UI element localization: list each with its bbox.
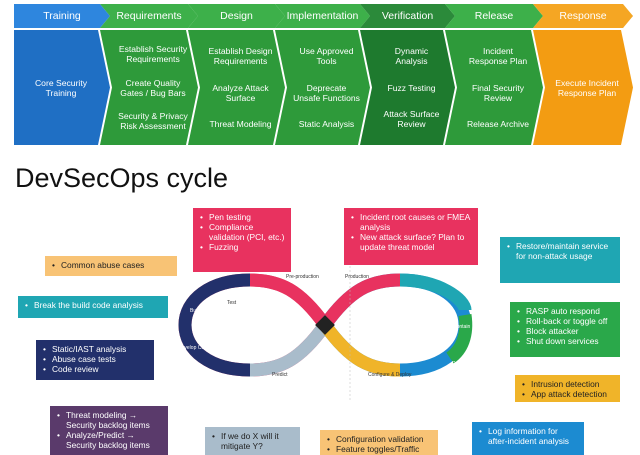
phase-item: Establish Design Requirements — [208, 46, 273, 67]
production-label: Production — [345, 274, 369, 280]
phase-item: Use Approved Tools — [299, 46, 354, 67]
list-item: Analyze/Predict → Security backlog items — [57, 430, 162, 450]
box-pen-testing: Pen testingCompliance validation (PCI, e… — [193, 208, 291, 272]
phase-item: Incident Response Plan — [468, 46, 528, 67]
phase-item: Final Security Review — [471, 82, 525, 103]
list-item: New attack surface? Plan to update threa… — [351, 232, 472, 252]
phase-item: Establish Security Requirements — [118, 43, 188, 64]
phase-column-0: Core Security Training — [14, 30, 110, 145]
box-rasp: RASP auto respondRoll-back or toggle off… — [510, 302, 620, 357]
loop-left-arc — [178, 273, 251, 377]
list-item: Abuse case tests — [43, 354, 148, 364]
phase-header-6: Response — [533, 4, 633, 28]
list-item: Shut down services — [517, 336, 614, 346]
label-build: Build — [190, 308, 202, 314]
phase-item: Deprecate Unsafe Functions — [293, 82, 360, 103]
phase-header-5: Release — [445, 4, 543, 28]
label-monitor: Monitor — [419, 387, 436, 393]
list-item: Roll-back or toggle off — [517, 316, 614, 326]
list-item: If we do X will it mitigate Y? — [212, 431, 294, 451]
list-item: Common abuse cases — [52, 260, 171, 270]
label-analyze: Analyze — [366, 323, 384, 329]
box-intrusion: Intrusion detectionApp attack detection — [515, 375, 620, 402]
phase-item: Static Analysis — [298, 118, 355, 129]
list-item: Static/IAST analysis — [43, 344, 148, 354]
phase-item: Execute Incident Response Plan — [555, 77, 619, 98]
phase-header-0: Training — [14, 4, 110, 28]
phase-item: Threat Modeling — [209, 118, 272, 129]
loop-right-detect — [446, 314, 473, 364]
list-item: Code review — [43, 364, 148, 374]
list-item: Fuzzing — [200, 242, 285, 252]
list-item: Log information for after-incident analy… — [479, 426, 578, 446]
list-item: Pen testing — [200, 212, 285, 222]
phase-item: Release Archive — [466, 118, 530, 129]
box-log-information: Log information for after-incident analy… — [472, 422, 584, 455]
box-predict: If we do X will it mitigate Y? — [205, 427, 300, 455]
phase-column-6: Execute Incident Response Plan — [533, 30, 633, 145]
list-item: App attack detection — [522, 389, 614, 399]
loop-right-upper — [319, 273, 401, 329]
phase-header-2: Design — [188, 4, 285, 28]
phase-header-3: Implementation — [275, 4, 370, 28]
label-contain: Contain — [453, 324, 471, 330]
loop-left-upper — [249, 273, 331, 329]
loop-right-top — [399, 273, 472, 312]
label-plan: Plan — [215, 388, 226, 394]
list-item: Block attacker — [517, 326, 614, 336]
phase-item: Create Quality Gates / Bug Bars — [120, 77, 186, 98]
box-configuration: Configuration validationFeature toggles/… — [320, 430, 438, 455]
box-threat-modeling: Threat modeling → Security backlog items… — [50, 406, 168, 455]
box-incident-root: Incident root causes or FMEA analysisNew… — [344, 208, 478, 265]
page-title: DevSecOps cycle — [15, 163, 229, 193]
phase-item: Attack Surface Review — [383, 108, 440, 129]
phase-item: Security & Privacy Risk Assessment — [118, 111, 188, 132]
phase-header-4: Verification — [360, 4, 455, 28]
loop-left-bottom — [249, 321, 331, 377]
devsecops-loop — [178, 250, 473, 400]
list-item: Break the build code analysis — [25, 300, 162, 310]
label-detect: Detect — [452, 361, 467, 367]
list-item: RASP auto respond — [517, 306, 614, 316]
phase-item: Dynamic Analysis — [394, 46, 429, 67]
phase-item: Core Security Training — [34, 77, 88, 98]
list-item: Compliance validation (PCI, etc.) — [200, 222, 285, 242]
phase-item: Fuzz Testing — [387, 82, 436, 93]
label-validate: Validate More — [262, 323, 293, 329]
phase-header-1: Requirements — [100, 4, 198, 28]
list-item: Configuration validation — [327, 434, 432, 444]
label-predict: Predict — [272, 372, 288, 378]
box-break-build: Break the build code analysis — [18, 296, 168, 318]
label-configure: Configure & Deploy — [368, 372, 412, 378]
label-test: Test — [227, 300, 237, 306]
box-restore: Restore/maintain service for non-attack … — [500, 237, 620, 283]
loop-center — [315, 315, 335, 335]
list-item: Feature toggles/Traffic — [327, 444, 432, 454]
list-item: Intrusion detection — [522, 379, 614, 389]
list-item: Incident root causes or FMEA analysis — [351, 212, 472, 232]
list-item: Restore/maintain service for non-attack … — [507, 241, 614, 261]
loop-right-lower — [319, 321, 401, 377]
box-static-analysis: Static/IAST analysisAbuse case testsCode… — [36, 340, 154, 380]
list-item: Threat modeling → Security backlog items — [57, 410, 162, 430]
box-abuse-cases: Common abuse cases — [45, 256, 177, 276]
pre-production-label: Pre-production — [286, 274, 319, 280]
label-develop: Develop Code, Tests — [178, 345, 225, 351]
phase-item: Analyze Attack Surface — [212, 82, 269, 103]
label-stabilize: Stabilize — [404, 299, 423, 305]
